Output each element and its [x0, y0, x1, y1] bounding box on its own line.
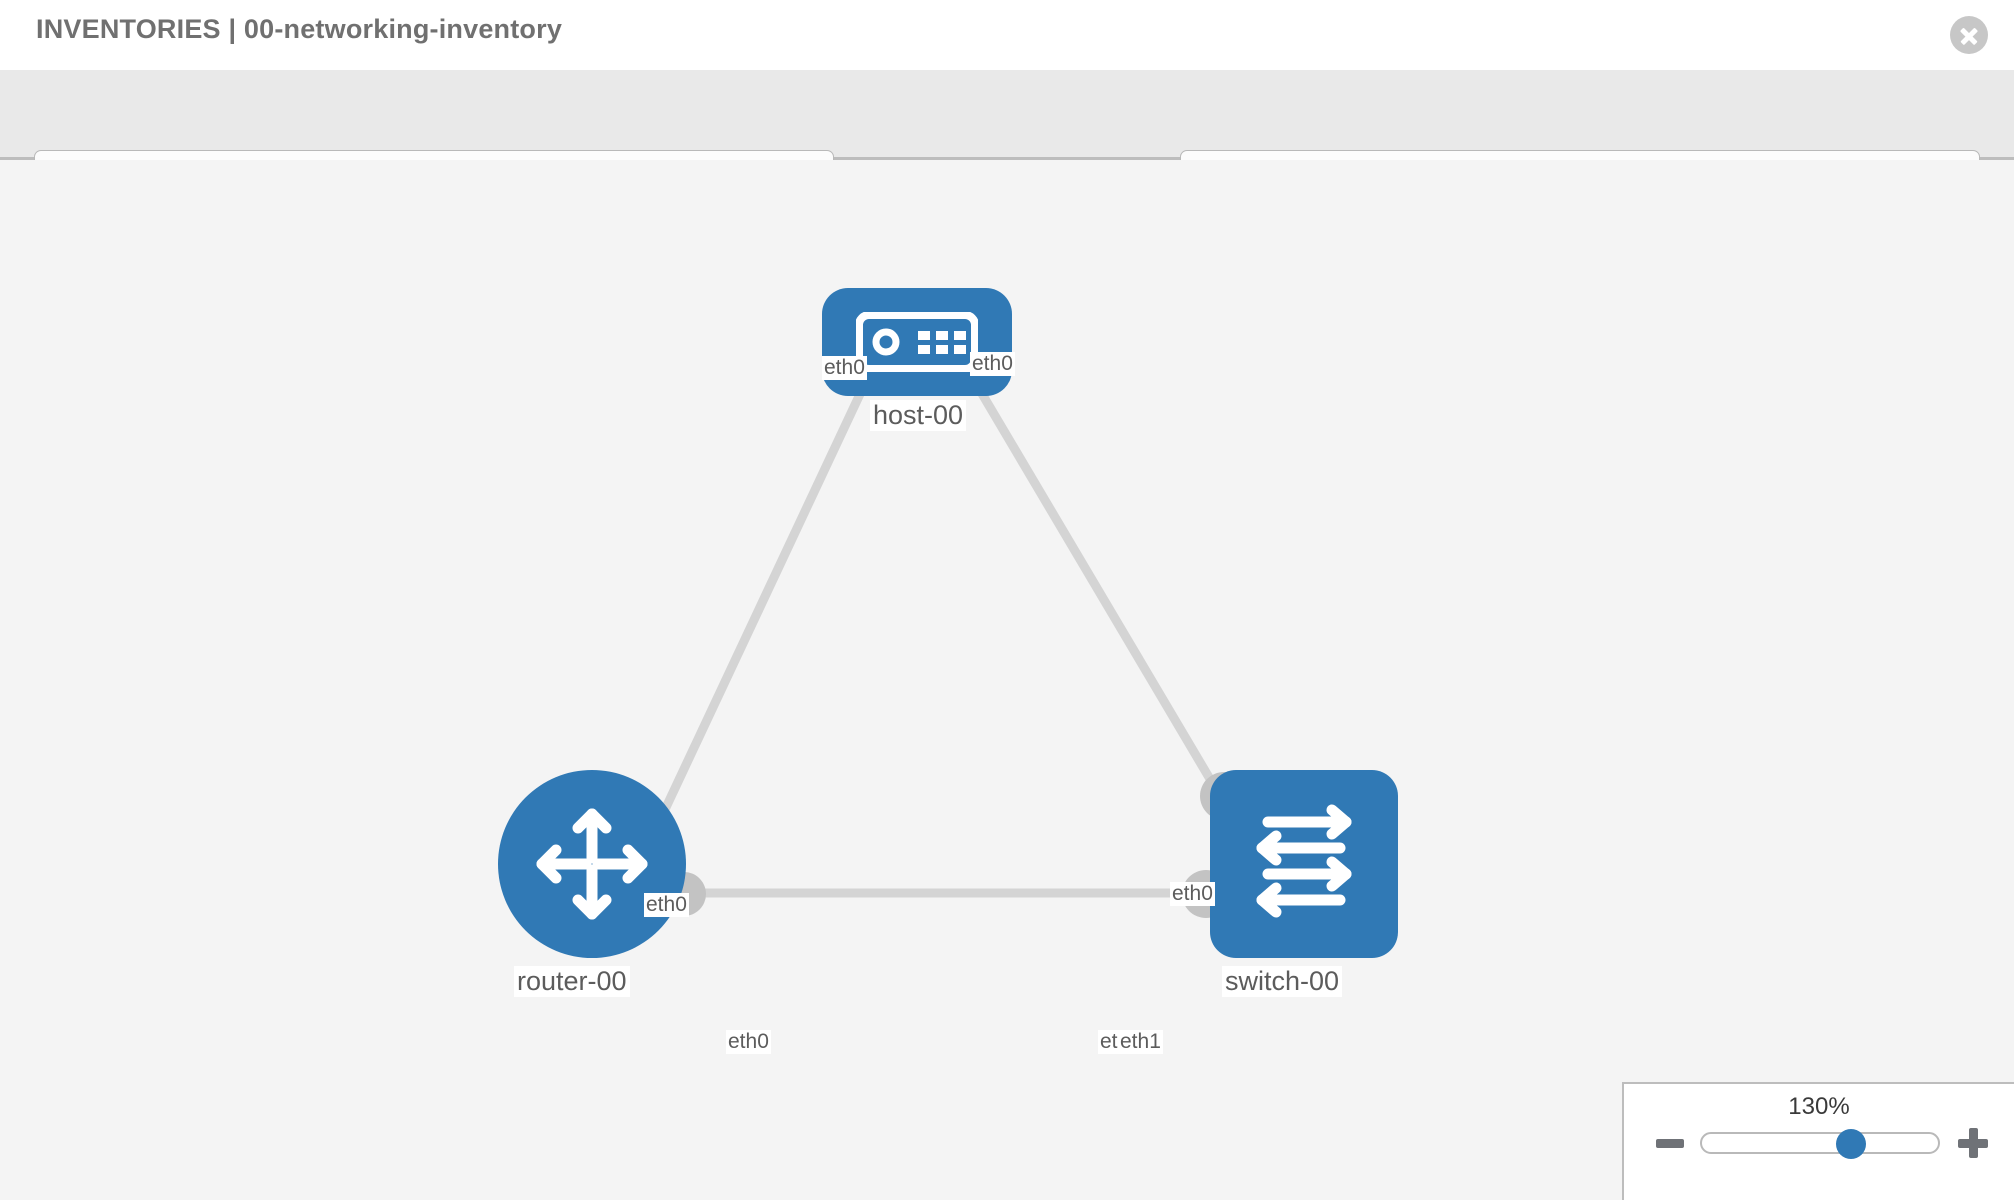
iface-label-host-right: eth0: [970, 352, 1015, 376]
close-icon[interactable]: [1950, 16, 1988, 54]
zoom-level-value: 130%: [1788, 1093, 1850, 1120]
node-label-switch-00: switch-00: [1222, 966, 1343, 997]
node-label-router-00: router-00: [514, 966, 630, 997]
node-label-host-00: host-00: [870, 400, 967, 431]
topology-node-switch-00[interactable]: switch-00: [1210, 770, 1398, 997]
topology-links-layer: [641, 357, 1256, 898]
iface-label-switch-horiz: eth1: [1118, 1030, 1163, 1054]
server-icon: [856, 312, 978, 372]
switch-node-shape[interactable]: [1210, 770, 1398, 958]
page-title: INVENTORIES | 00-networking-inventory: [36, 14, 563, 44]
router-node-shape[interactable]: [498, 770, 686, 958]
zoom-control-panel: 130%: [1622, 1082, 2014, 1200]
topology-canvas[interactable]: host-00 eth0 eth0 router-00 eth0 eth0: [0, 160, 2014, 1200]
zoom-slider-track[interactable]: [1700, 1129, 1940, 1159]
topology-node-router-00[interactable]: router-00: [498, 770, 686, 997]
zoom-slider-thumb[interactable]: [1835, 1129, 1866, 1159]
toolbar: ACTIONS SEARCH: [0, 70, 2014, 204]
iface-label-router-horiz: eth0: [726, 1030, 771, 1054]
iface-label-router-diag: eth0: [644, 893, 689, 917]
switch-arrows-icon: [1256, 804, 1352, 918]
iface-label-switch-diag: eth0: [1170, 882, 1215, 906]
router-arrows-icon: [536, 808, 648, 920]
zoom-out-button[interactable]: [1656, 1139, 1684, 1148]
link-router-host[interactable]: [641, 358, 881, 852]
iface-label-host-left: eth0: [822, 356, 867, 380]
link-switch-host[interactable]: [958, 357, 1256, 853]
zoom-in-button[interactable]: [1958, 1128, 1988, 1158]
page-header: INVENTORIES | 00-networking-inventory: [0, 0, 2014, 70]
